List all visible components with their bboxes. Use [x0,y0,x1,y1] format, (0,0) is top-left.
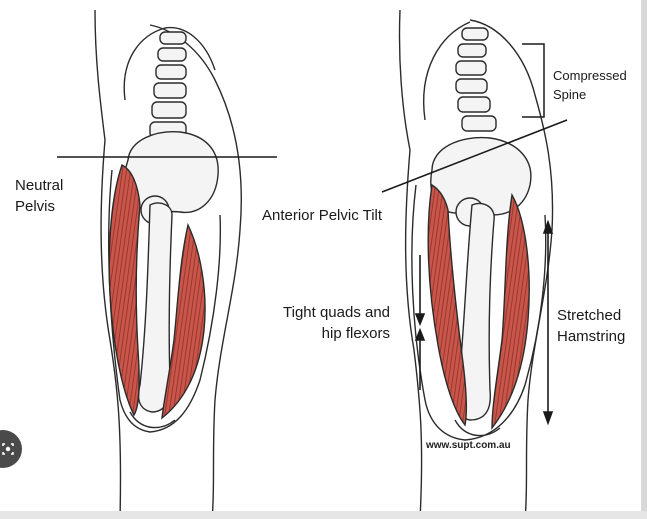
compressed-spine-label: Compressed Spine [553,66,627,104]
tight-label-line1: Tight quads and [283,302,390,323]
tight-label-line2: hip flexors [283,323,390,344]
left-figure [95,10,241,519]
tight-quads-label: Tight quads and hip flexors [283,302,390,344]
left-spine [150,32,186,138]
right-hamstring-muscle [492,195,529,428]
watermark: www.supt.com.au [426,440,511,451]
anterior-pelvic-tilt-label: Anterior Pelvic Tilt [262,205,382,226]
left-quad-muscle [109,165,140,415]
stretched-label-line1: Stretched [557,305,625,326]
neutral-label-line1: Neutral [15,175,63,196]
stretched-hamstring-label: Stretched Hamstring [557,305,625,347]
tight-quads-arrows [416,255,424,390]
stretched-label-line2: Hamstring [557,326,625,347]
left-femur [139,203,173,412]
right-body-outline [399,10,421,519]
lens-icon [0,441,16,457]
neutral-label-line2: Pelvis [15,196,63,217]
right-spine [456,28,496,131]
spine-label-line1: Compressed [553,66,627,85]
neutral-pelvis-label: Neutral Pelvis [15,175,63,217]
compressed-spine-bracket [522,44,544,117]
bottom-frame-edge [0,511,647,519]
spine-label-line2: Spine [553,85,627,104]
right-frame-edge [641,0,647,519]
